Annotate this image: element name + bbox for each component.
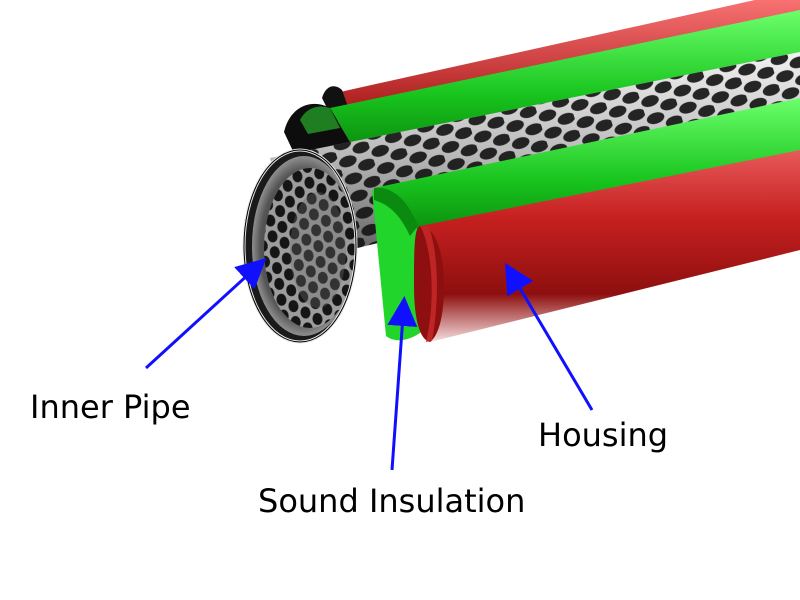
label-sound-insulation: Sound Insulation <box>258 482 525 520</box>
arrow-housing <box>504 262 594 411</box>
inner-pipe-opening <box>242 148 358 344</box>
arrows <box>144 257 594 471</box>
arrow-inner-pipe <box>144 257 267 370</box>
arrow-sound-insulation <box>387 296 418 471</box>
label-inner-pipe: Inner Pipe <box>30 388 191 426</box>
label-housing: Housing <box>538 416 668 454</box>
